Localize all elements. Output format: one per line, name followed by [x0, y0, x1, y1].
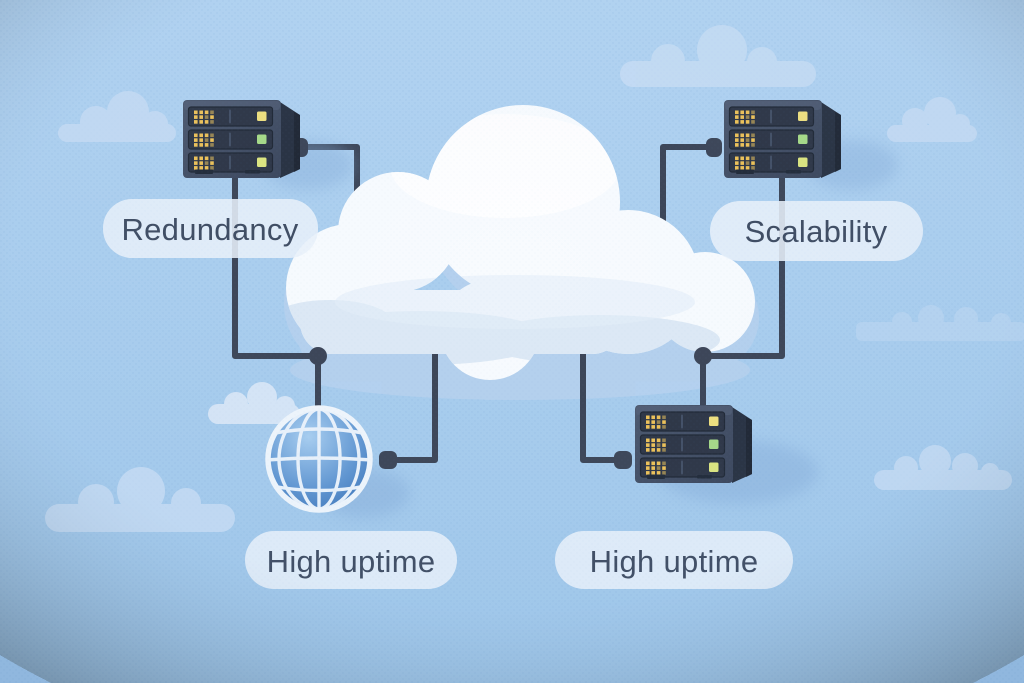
illustration-cloud-diagram: Redundancy Scalability High uptime High …: [0, 0, 1024, 683]
vignette-overlay: [0, 0, 1024, 683]
